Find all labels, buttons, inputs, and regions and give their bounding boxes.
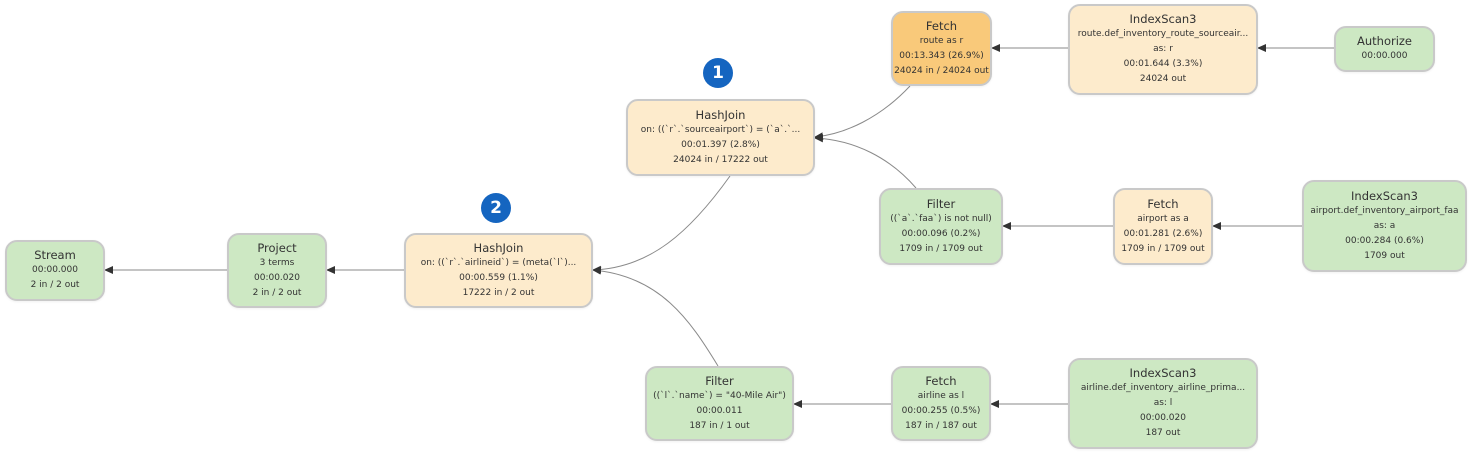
node-detail: 00:00.000 <box>32 265 78 275</box>
node-detail: ((`a`.`faa`) is not null) <box>890 213 992 224</box>
node-title: HashJoin <box>695 107 746 122</box>
node-detail: 00:00.096 (0.2%) <box>901 228 981 239</box>
node-title: IndexScan3 <box>1351 188 1418 203</box>
node-project[interactable]: Project 3 terms 00:00.020 2 in / 2 out <box>227 233 327 308</box>
node-detail: route as r <box>919 35 964 46</box>
node-fetch-airline[interactable]: Fetch airline as l 00:00.255 (0.5%) 187 … <box>891 366 991 441</box>
node-detail: 00:00.011 <box>696 405 743 416</box>
node-indexscan-airport[interactable]: IndexScan3 airport.def_inventory_airport… <box>1302 180 1467 272</box>
node-title: HashJoin <box>473 240 524 255</box>
node-detail: 1709 out <box>1364 250 1405 261</box>
node-detail: 00:00.284 (0.6%) <box>1345 235 1424 246</box>
step-badge-1: 1 <box>703 58 733 88</box>
node-detail: 00:01.397 (2.8%) <box>681 139 760 150</box>
node-detail: on: ((`r`.`airlineid`) = (meta(`l`)... <box>420 257 577 268</box>
node-authorize[interactable]: Authorize 00:00.000 <box>1334 26 1435 72</box>
node-title: IndexScan3 <box>1129 12 1197 26</box>
node-detail: 00:00.000 <box>1361 51 1408 61</box>
node-detail: airport.def_inventory_airport_faa <box>1310 205 1459 216</box>
node-detail: as: l <box>1153 398 1173 408</box>
node-detail: 24024 in / 24024 out <box>894 65 989 76</box>
node-detail: 2 in / 2 out <box>252 287 302 298</box>
node-title: Filter <box>705 373 734 388</box>
edge-hashjoin1-to-hashjoin2 <box>592 175 731 274</box>
node-detail: 00:01.644 (3.3%) <box>1123 59 1203 69</box>
edge-fetch-route-to-hashjoin1 <box>814 85 911 141</box>
node-detail: airport as a <box>1137 213 1189 224</box>
node-fetch-airport[interactable]: Fetch airport as a 00:01.281 (2.6%) 1709… <box>1113 188 1213 265</box>
node-title: Fetch <box>925 18 958 33</box>
node-title: Stream <box>34 248 76 262</box>
node-title: Fetch <box>1147 196 1179 211</box>
edge-filter-airline-to-hashjoin2 <box>592 266 719 367</box>
node-detail: 1709 in / 1709 out <box>899 243 983 254</box>
node-detail: on: ((`r`.`sourceairport`) = (`a`.`... <box>640 124 801 135</box>
step-badge-2: 2 <box>481 193 511 223</box>
node-detail: 17222 in / 2 out <box>462 287 535 298</box>
node-title: Authorize <box>1356 34 1413 48</box>
node-detail: as: a <box>1373 220 1396 231</box>
node-title: Fetch <box>925 373 957 388</box>
node-detail: airline.def_inventory_airline_prima... <box>1080 383 1246 393</box>
node-detail: 24024 in / 17222 out <box>673 154 768 165</box>
edge-filter-airport-to-hashjoin1 <box>814 134 917 189</box>
node-detail: 187 out <box>1145 428 1181 438</box>
node-detail: 2 in / 2 out <box>30 280 80 290</box>
node-detail: 00:00.255 (0.5%) <box>901 405 981 416</box>
node-hashjoin-1[interactable]: HashJoin on: ((`r`.`sourceairport`) = (`… <box>626 99 815 176</box>
node-detail: 3 terms <box>259 257 295 268</box>
node-detail: 00:00.559 (1.1%) <box>459 272 538 283</box>
node-detail: route.def_inventory_route_sourceair... <box>1077 29 1249 39</box>
node-stream[interactable]: Stream 00:00.000 2 in / 2 out <box>5 240 105 301</box>
node-detail: 00:13.343 (26.9%) <box>899 50 984 61</box>
node-detail: 187 in / 1 out <box>689 420 750 431</box>
node-filter-airport[interactable]: Filter ((`a`.`faa`) is not null) 00:00.0… <box>879 188 1003 265</box>
node-detail: airline as l <box>917 390 965 401</box>
node-indexscan-route[interactable]: IndexScan3 route.def_inventory_route_sou… <box>1068 4 1258 95</box>
node-detail: 1709 in / 1709 out <box>1121 243 1205 254</box>
node-title: Project <box>257 240 297 255</box>
node-detail: 00:00.020 <box>1140 413 1186 423</box>
node-detail: as: r <box>1153 44 1173 54</box>
node-indexscan-airline[interactable]: IndexScan3 airline.def_inventory_airline… <box>1068 358 1258 449</box>
node-title: Filter <box>926 196 956 211</box>
node-detail: 24024 out <box>1139 74 1187 84</box>
node-fetch-route[interactable]: Fetch route as r 00:13.343 (26.9%) 24024… <box>891 11 992 86</box>
node-filter-airline[interactable]: Filter ((`l`.`name`) = "40-Mile Air") 00… <box>645 366 794 441</box>
node-title: IndexScan3 <box>1129 366 1197 380</box>
node-detail: 00:00.020 <box>254 272 300 283</box>
node-detail: 00:01.281 (2.6%) <box>1123 228 1203 239</box>
node-hashjoin-2[interactable]: HashJoin on: ((`r`.`airlineid`) = (meta(… <box>404 233 593 308</box>
node-detail: ((`l`.`name`) = "40-Mile Air") <box>653 390 786 401</box>
node-detail: 187 in / 187 out <box>905 420 977 431</box>
